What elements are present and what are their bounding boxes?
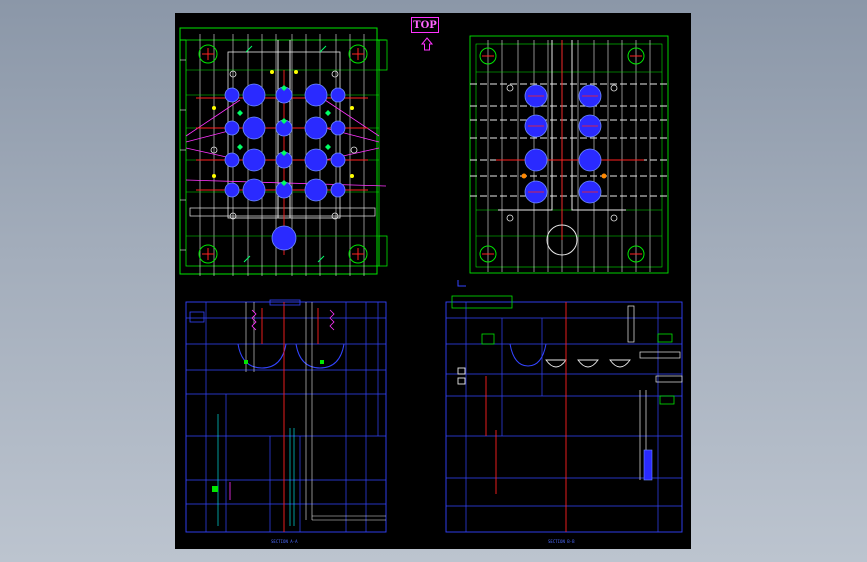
fixed-half-plan-view <box>457 35 669 287</box>
section-a-caption: SECTION A-A <box>271 539 298 544</box>
section-b-caption: SECTION B-B <box>548 539 575 544</box>
up-arrow-icon <box>420 37 434 51</box>
moving-half-plan-view <box>179 27 388 276</box>
section-b-b-view <box>445 295 683 533</box>
top-orientation-label: TOP <box>411 17 439 33</box>
section-a-a-view <box>185 299 387 533</box>
